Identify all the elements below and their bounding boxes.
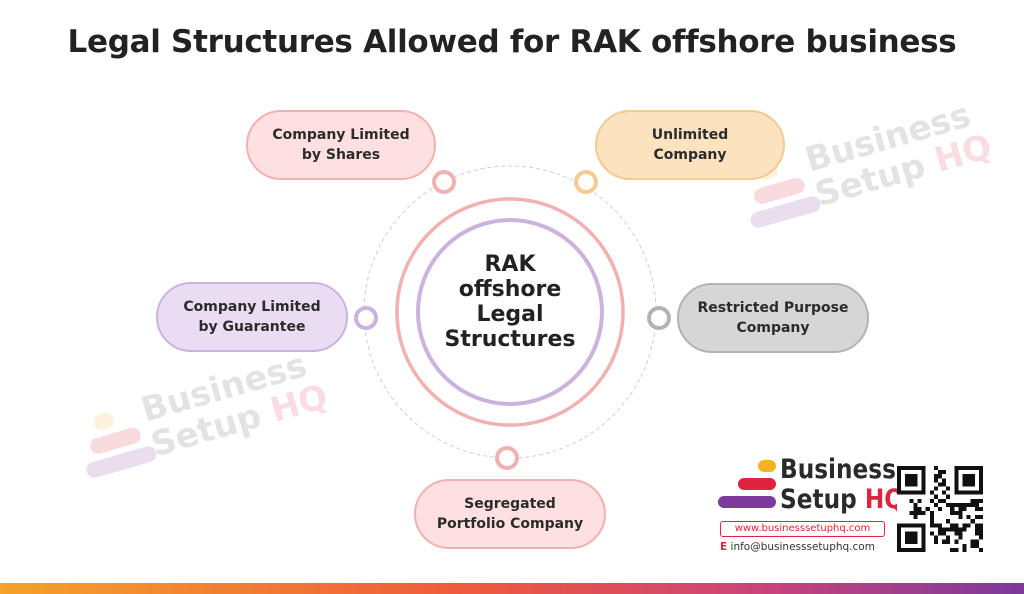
- node-label: Unlimited Company: [651, 127, 729, 163]
- website-url[interactable]: www.businesssetuphq.com: [720, 521, 885, 537]
- logo-bar-yellow: [758, 460, 776, 472]
- node-label: Restricted Purpose Company: [697, 300, 849, 336]
- node-restricted-purpose-company: Restricted Purpose Company: [677, 283, 869, 353]
- qr-code-icon: [897, 466, 983, 552]
- node-segregated-portfolio-company: Segregated Portfolio Company: [414, 479, 606, 549]
- middle-ring: [395, 197, 625, 427]
- node-unlimited-company: Unlimited Company: [595, 110, 785, 180]
- node-label: Company Limited by Guarantee: [183, 299, 321, 335]
- bottom-gradient-bar: [0, 583, 1024, 594]
- page-title: Legal Structures Allowed for RAK offshor…: [67, 24, 957, 60]
- logo-text-line2: Setup HQ: [780, 484, 905, 515]
- connector-dot-unlimited: [574, 170, 598, 194]
- brand-logo: Business Setup HQ: [716, 454, 904, 556]
- node-company-limited-by-guarantee: Company Limited by Guarantee: [156, 282, 348, 352]
- connector-dot-restricted: [647, 306, 671, 330]
- node-label: Company Limited by Shares: [272, 127, 410, 163]
- connector-dot-segregated: [495, 446, 519, 470]
- contact-email[interactable]: E info@businesssetuphq.com: [720, 541, 875, 553]
- inner-ring: [416, 218, 604, 406]
- node-label: Segregated Portfolio Company: [436, 496, 584, 532]
- center-label: RAK offshore Legal Structures: [444, 252, 576, 352]
- logo-bar-red: [738, 478, 776, 490]
- logo-text-line1: Business: [780, 454, 896, 485]
- node-company-limited-by-shares: Company Limited by Shares: [246, 110, 436, 180]
- connector-dot-guarantee: [354, 306, 378, 330]
- logo-bar-purple: [718, 496, 776, 508]
- connector-dot-shares: [432, 170, 456, 194]
